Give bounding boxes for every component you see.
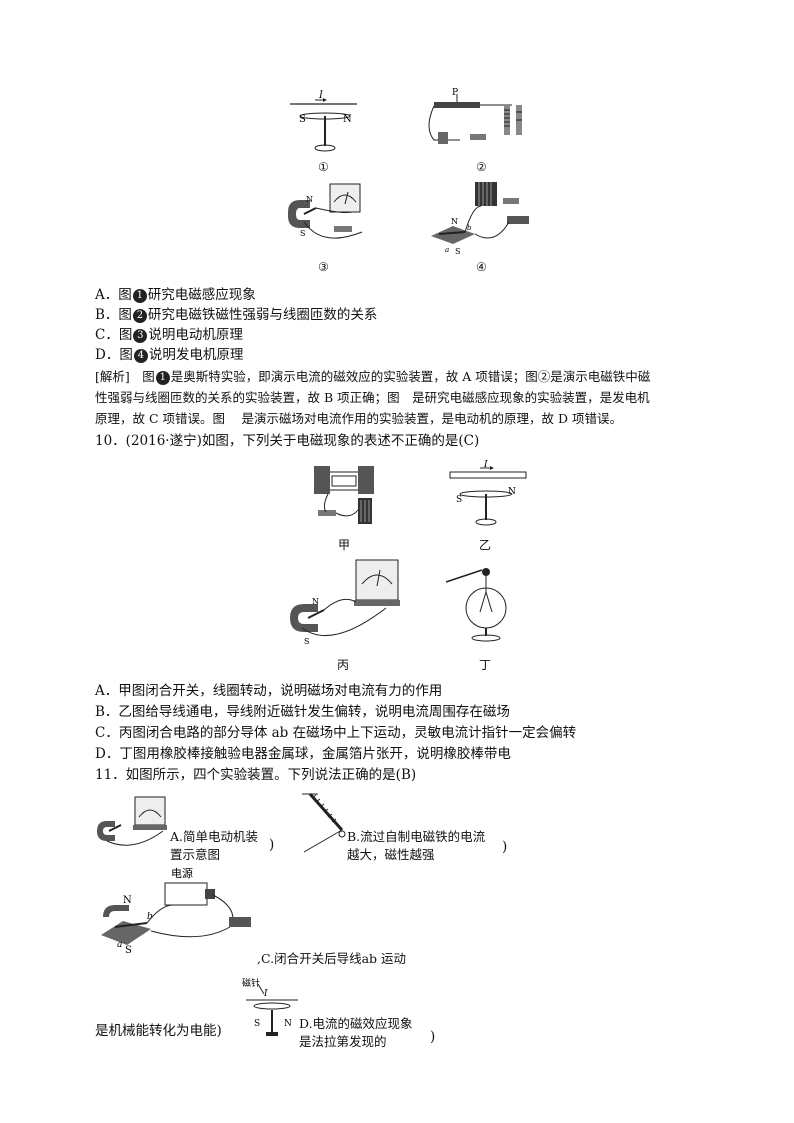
q11-option-b-line2: 越大，磁性越强 (347, 847, 435, 862)
needle-label: 磁针 (242, 977, 260, 989)
q11-option-b-line1: B.流过自制电磁铁的电流 (347, 829, 486, 844)
power-label: 电源 (171, 866, 193, 880)
figure-yi-oersted: I S N (449, 460, 527, 526)
q11-option-c-cont: 是机械能转化为电能) (95, 1023, 222, 1039)
fig-caption-bing: 丙 (337, 658, 350, 672)
q10-option-b: B．乙图给导线通电，导线附近磁针发生偏转，说明电流周围存在磁场 (95, 704, 510, 720)
q9-analysis-line3: 原理，故 C 项错误。图 是演示磁场对电流作用的实验装置，是电动机的原理，故 D… (95, 411, 622, 426)
label-current-I: I (318, 90, 324, 101)
q11-stem: 11．如图所示，四个实验装置。下列说法正确的是(B) (95, 767, 417, 783)
svg-text:N: N (343, 114, 352, 125)
fig-caption-1: ① (318, 160, 329, 174)
figure-bing-induction: N S (290, 559, 400, 646)
q11-option-a-line1: A.简单电动机装 (170, 829, 259, 844)
figure-ding-electroscope (445, 568, 507, 642)
figure-jia-motor (314, 466, 374, 524)
q9-analysis-line2: 性强弱与线圈匝数的关系的实验装置，故 B 项正确；图 是研究电磁感应现象的实验装… (95, 390, 650, 405)
q11-option-d-line2: 是法拉第发现的 (299, 1034, 387, 1049)
fig-caption-ding: 丁 (479, 658, 492, 672)
q10-option-d: D．丁图用橡胶棒接触验电器金属球，金属箔片张开，说明橡胶棒带电 (95, 746, 511, 762)
circle-number-1: 1 (132, 288, 147, 303)
svg-text:S: S (304, 637, 309, 646)
svg-text:a: a (445, 246, 449, 254)
svg-text:P: P (452, 88, 458, 98)
figure-3-induction: N S (288, 183, 363, 239)
figure-4-motor: N S a b (431, 182, 529, 256)
svg-text:N: N (508, 487, 516, 497)
svg-text:N: N (284, 1019, 292, 1029)
circle-number-2: 2 (132, 308, 147, 323)
svg-text:N: N (312, 597, 319, 606)
svg-text:b: b (467, 224, 472, 232)
figure-1-oersted: I S N (290, 90, 357, 152)
svg-text:S: S (254, 1019, 260, 1029)
svg-text:I: I (263, 989, 268, 999)
svg-text:S: S (456, 495, 462, 505)
circle-number-4: 4 (133, 348, 148, 363)
circle-number-3: 3 (133, 328, 148, 343)
svg-text:S: S (299, 114, 306, 125)
svg-text:N: N (451, 217, 458, 226)
fig-caption-3: ③ (318, 260, 329, 274)
svg-text:S: S (455, 247, 460, 256)
q10-option-c: C．丙图闭合电路的部分导体 ab 在磁场中上下运动，灵敏电流计指针一定会偏转 (95, 725, 577, 741)
fig-caption-2: ② (476, 160, 487, 174)
q11-option-a-line2: 置示意图 (170, 847, 221, 862)
q11-option-c: ,C.闭合开关后导线ab 运动 (257, 951, 406, 966)
svg-text:S: S (125, 945, 132, 955)
fig-caption-4: ④ (476, 260, 487, 274)
svg-text:b: b (147, 912, 153, 922)
fig-caption-yi: 乙 (479, 538, 492, 552)
svg-text:I: I (483, 460, 488, 470)
figure-11c-generator: 电源 N S a b (101, 866, 251, 955)
fig-caption-jia: 甲 (338, 538, 351, 552)
figure-11a-motor (97, 796, 167, 846)
figure-11b-electromagnet (302, 793, 346, 853)
svg-text:S: S (300, 229, 305, 238)
q11-option-d-line1: D.电流的磁效应现象 (299, 1016, 413, 1031)
figure-11d-oersted: 磁针 I S N (242, 977, 298, 1036)
figure-2-electromagnet: P (428, 88, 522, 144)
svg-text:N: N (306, 195, 313, 204)
svg-text:N: N (123, 895, 132, 906)
q10-option-a: A．甲图闭合开关，线圈转动，说明磁场对电流有力的作用 (95, 683, 443, 699)
svg-text:a: a (117, 940, 122, 950)
q10-stem: 10．(2016·遂宁)如图，下列关于电磁现象的表述不正确的是(C) (95, 433, 480, 449)
